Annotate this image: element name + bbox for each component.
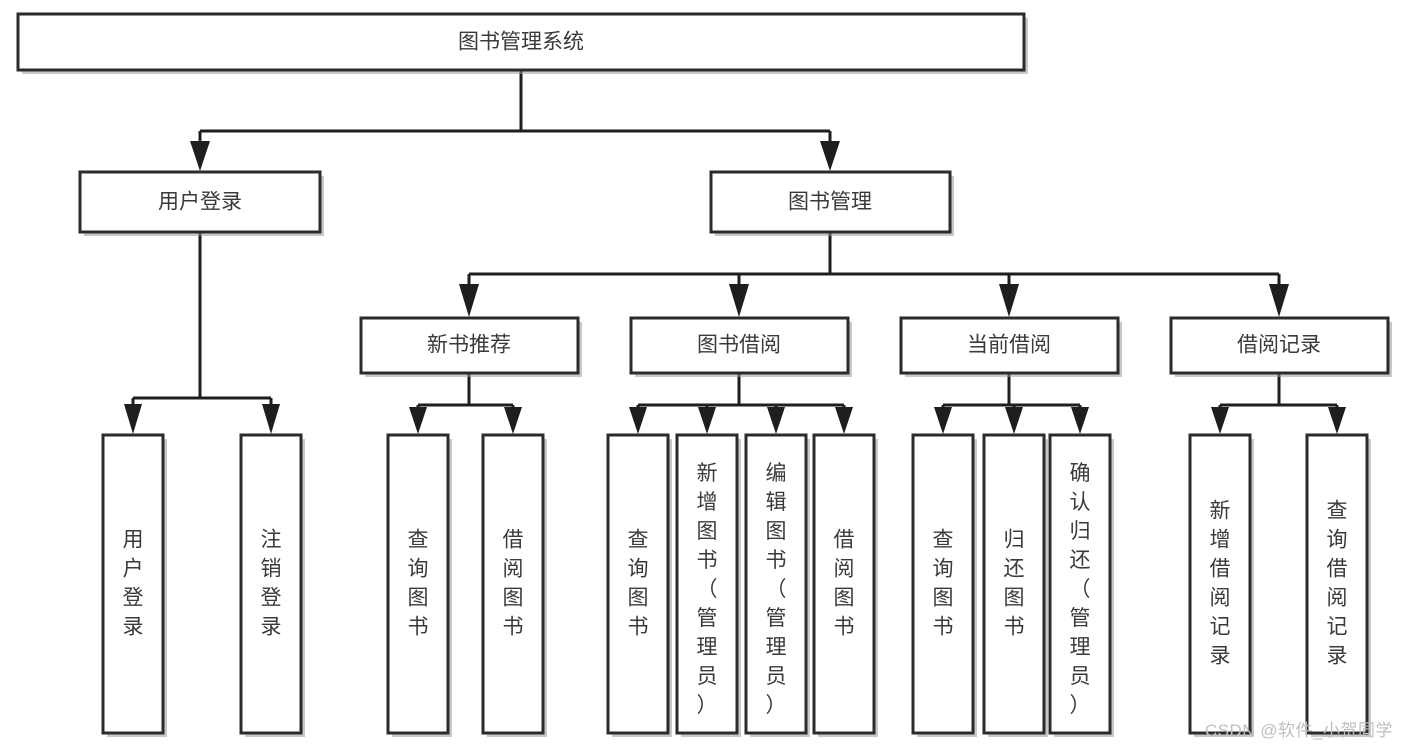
node-root[interactable]: 图书管理系统: [16, 12, 1028, 74]
leaf-logout-label: 注销登录: [261, 528, 282, 638]
arrow-head-leaf-edit-book: [767, 407, 785, 434]
book-manage-box: [709, 170, 952, 234]
node-leaf-confirm-return[interactable]: 确认归还（管理员）: [1048, 433, 1114, 737]
node-book-manage[interactable]: 图书管理: [709, 170, 954, 236]
arrow-head-book-manage: [820, 141, 840, 171]
leaf-user-login-label: 用户登录: [123, 528, 144, 638]
connector-layer: [124, 70, 1346, 434]
leaf-query-book-1-box: [386, 433, 450, 735]
node-leaf-query-book-3[interactable]: 查询图书: [911, 433, 977, 737]
leaf-nodes-layer: 用户登录 注销登录 查询图书 借阅图书 查询图书: [101, 433, 1371, 737]
leaf-query-book-2-label: 查询图书: [628, 528, 649, 638]
new-book-recommend-label: 新书推荐: [427, 334, 511, 357]
current-borrow-box: [899, 316, 1120, 375]
node-leaf-borrow-book-2[interactable]: 借阅图书: [812, 433, 878, 737]
leaf-return-book-box: [982, 433, 1046, 735]
book-borrow-label: 图书借阅: [697, 334, 781, 357]
leaf-query-book-1-label: 查询图书: [408, 528, 429, 638]
current-borrow-label: 当前借阅: [967, 334, 1051, 357]
leaf-edit-book-box: [744, 433, 808, 735]
leaf-return-book-label: 归还图书: [1004, 528, 1025, 638]
node-user-login[interactable]: 用户登录: [78, 170, 324, 236]
leaf-query-record-box: [1305, 433, 1369, 735]
node-leaf-borrow-book-1[interactable]: 借阅图书: [481, 433, 547, 737]
leaf-add-record-label: 新增借阅记录: [1210, 499, 1231, 667]
user-login-label: 用户登录: [158, 191, 242, 214]
leaf-query-book-3-box: [911, 433, 975, 735]
connector-borrowrecord-to-leaves: [1211, 373, 1346, 434]
leaf-borrow-book-1-label: 借阅图书: [503, 528, 524, 638]
node-book-borrow[interactable]: 图书借阅: [629, 316, 852, 377]
arrow-head-current-borrow: [999, 284, 1019, 317]
arrow-head-leaf-borrow-book-2: [835, 407, 853, 434]
arrow-head-leaf-return-book: [1005, 407, 1023, 434]
book-manage-label: 图书管理: [788, 191, 872, 214]
leaf-query-book-2-box: [606, 433, 670, 735]
leaf-add-record-box: [1188, 433, 1252, 735]
arrow-head-leaf-query-book-1: [409, 407, 427, 434]
leaf-user-login-box: [101, 433, 165, 735]
arrow-head-leaf-borrow-book-1: [504, 407, 522, 434]
arrow-head-leaf-query-book-3: [934, 407, 952, 434]
book-borrow-box: [629, 316, 850, 375]
node-leaf-query-book-1[interactable]: 查询图书: [386, 433, 452, 737]
node-leaf-add-record[interactable]: 新增借阅记录: [1188, 433, 1254, 737]
node-borrow-record[interactable]: 借阅记录: [1169, 316, 1392, 377]
node-leaf-user-login[interactable]: 用户登录: [101, 433, 167, 737]
leaf-borrow-book-1-box: [481, 433, 545, 735]
node-leaf-return-book[interactable]: 归还图书: [982, 433, 1048, 737]
arrow-head-new-book-recommend: [459, 284, 479, 317]
node-new-book-recommend[interactable]: 新书推荐: [359, 316, 582, 377]
connector-bookborrow-to-leaves: [629, 373, 853, 434]
connector-userlogin-to-leaves: [124, 232, 280, 434]
connector-bookmanage-to-level2: [459, 232, 1289, 317]
root-label: 图书管理系统: [458, 31, 584, 54]
arrow-head-leaf-user-login: [124, 404, 142, 434]
root-box: [16, 12, 1026, 72]
borrow-record-label: 借阅记录: [1237, 334, 1321, 357]
leaf-borrow-book-2-label: 借阅图书: [834, 528, 855, 638]
connector-currentborrow-to-leaves: [934, 373, 1089, 434]
arrow-head-leaf-confirm-return: [1071, 407, 1089, 434]
leaf-confirm-return-box: [1048, 433, 1112, 735]
node-leaf-query-book-2[interactable]: 查询图书: [606, 433, 672, 737]
leaf-logout-box: [239, 433, 303, 735]
leaf-query-book-3-label: 查询图书: [933, 528, 954, 638]
connector-root-to-level1: [190, 70, 840, 171]
leaf-borrow-book-2-box: [812, 433, 876, 735]
arrow-head-user-login: [190, 141, 210, 171]
leaf-add-book-box: [675, 433, 739, 735]
user-login-box: [78, 170, 322, 234]
node-current-borrow[interactable]: 当前借阅: [899, 316, 1122, 377]
node-leaf-edit-book[interactable]: 编辑图书（管理员）: [744, 433, 810, 737]
leaf-edit-book-label: 编辑图书（管理员）: [766, 462, 787, 717]
leaf-query-record-label: 查询借阅记录: [1327, 499, 1348, 667]
arrow-head-leaf-add-record: [1211, 407, 1229, 434]
arrow-head-leaf-logout: [262, 404, 280, 434]
connector-newbook-to-leaves: [409, 373, 522, 434]
arrow-head-leaf-query-record: [1328, 407, 1346, 434]
node-leaf-add-book[interactable]: 新增图书（管理员）: [675, 433, 741, 737]
node-leaf-logout[interactable]: 注销登录: [239, 433, 305, 737]
arrow-head-borrow-record: [1269, 284, 1289, 317]
new-book-recommend-box: [359, 316, 580, 375]
arrow-head-leaf-add-book: [698, 407, 716, 434]
arrow-head-book-borrow: [729, 284, 749, 317]
leaf-add-book-label: 新增图书（管理员）: [697, 462, 718, 717]
arrow-head-leaf-query-book-2: [629, 407, 647, 434]
leaf-confirm-return-label: 确认归还（管理员）: [1070, 462, 1091, 717]
node-leaf-query-record[interactable]: 查询借阅记录: [1305, 433, 1371, 737]
borrow-record-box: [1169, 316, 1390, 375]
